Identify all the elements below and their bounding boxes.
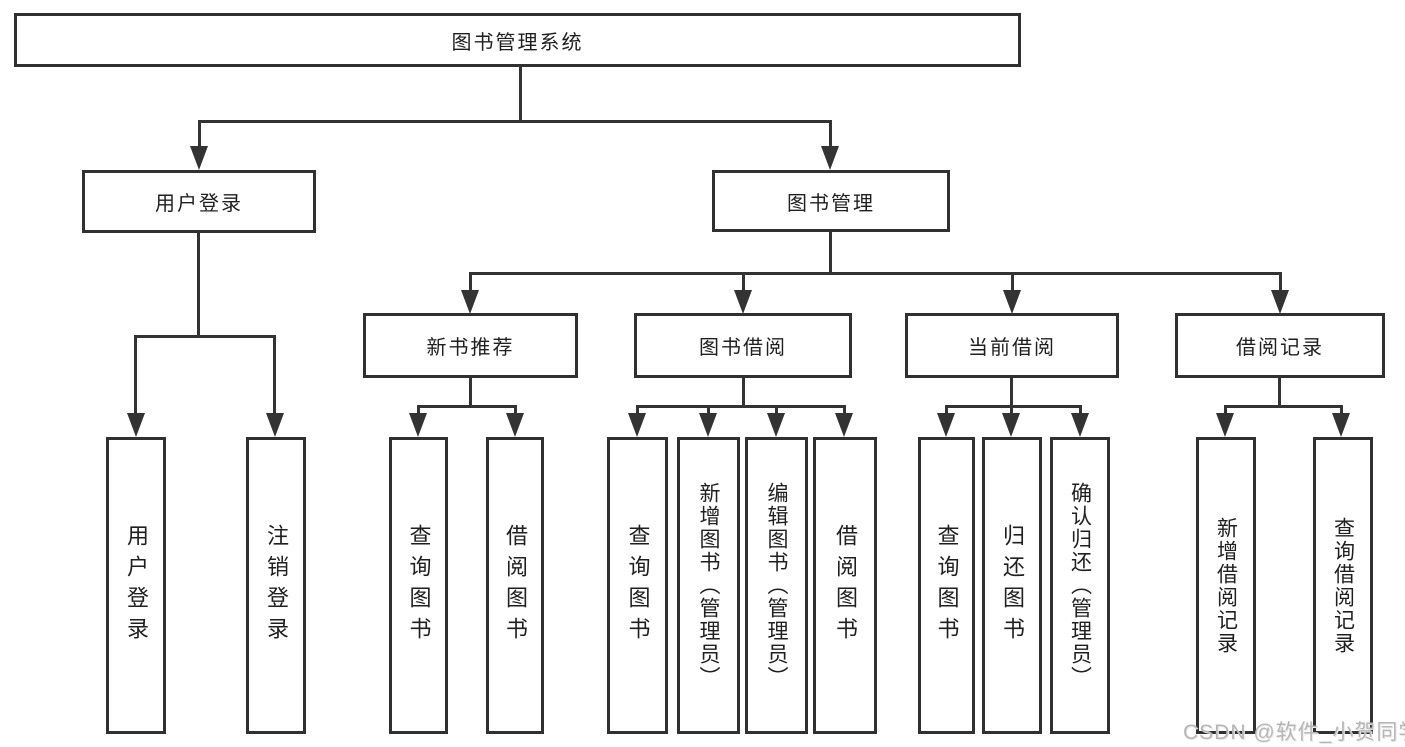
node-label: 查询图书 <box>406 523 432 648</box>
node-label: 新增借阅记录 <box>1214 516 1238 655</box>
arrow-down-icon <box>1002 413 1020 437</box>
node-return-books: 归还图书 <box>982 437 1042 734</box>
node-borrowing-records: 借阅记录 <box>1175 313 1385 378</box>
connector-records-hline <box>1224 405 1343 408</box>
connector-bookmgmt-stem <box>829 232 832 272</box>
arrow-down-icon <box>1332 413 1350 437</box>
connector-current-drop-1 <box>945 405 948 417</box>
arrow-down-icon <box>266 413 284 437</box>
node-user-login: 用户登录 <box>82 170 316 233</box>
connector-newbook-hline <box>417 405 517 408</box>
node-borrow-books-recommend: 借阅图书 <box>486 437 544 734</box>
node-label: 确认归还（管理员） <box>1068 482 1092 689</box>
node-label: 新增图书（管理员） <box>697 482 720 689</box>
arrow-down-icon <box>190 146 208 170</box>
node-book-borrowing: 图书借阅 <box>634 313 852 378</box>
node-label: 当前借阅 <box>968 337 1056 359</box>
connector-current-drop-3 <box>1079 405 1082 417</box>
connector-current-stem <box>1010 378 1013 405</box>
csdn-watermark: CSDN @软件_小贺同学 <box>1183 721 1405 744</box>
node-current-borrowing: 当前借阅 <box>905 313 1119 378</box>
arrow-down-icon <box>1271 290 1289 314</box>
connector-bookmgmt-drop-4 <box>1279 272 1282 294</box>
connector-current-hline <box>945 405 1082 408</box>
node-query-books-borrowing: 查询图书 <box>607 437 668 734</box>
node-query-books-recommend: 查询图书 <box>389 437 448 734</box>
connector-borrowing-drop-1 <box>636 405 639 417</box>
node-borrow-books-borrowing: 借阅图书 <box>813 437 877 734</box>
connector-newbook-drop-2 <box>514 405 517 417</box>
node-label: 图书管理 <box>787 192 875 215</box>
connector-root-hline <box>198 120 831 123</box>
connector-bookmgmt-drop-3 <box>1011 272 1014 294</box>
connector-borrowing-drop-2 <box>707 405 710 417</box>
connector-userlogin-drop-1 <box>134 335 137 415</box>
node-label: 用户登录 <box>124 523 149 648</box>
arrow-down-icon <box>1003 290 1021 314</box>
connector-root-stem <box>519 67 522 120</box>
node-label: 图书管理系统 <box>451 31 584 54</box>
connector-borrowing-hline <box>636 405 846 408</box>
node-new-book-recommendation: 新书推荐 <box>363 313 578 378</box>
node-label: 查询图书 <box>625 523 651 648</box>
node-label: 借阅图书 <box>833 523 858 648</box>
connector-newbook-drop-1 <box>417 405 420 417</box>
node-library-management-system: 图书管理系统 <box>14 13 1021 67</box>
connector-borrowing-drop-3 <box>775 405 778 417</box>
connector-userlogin-drop-2 <box>273 335 276 415</box>
node-book-management: 图书管理 <box>712 170 950 232</box>
node-query-borrow-record: 查询借阅记录 <box>1313 437 1373 734</box>
arrow-down-icon <box>628 413 646 437</box>
node-edit-book-admin: 编辑图书（管理员） <box>745 437 808 734</box>
connector-userlogin-stem <box>197 233 200 335</box>
node-label: 借阅图书 <box>503 523 528 648</box>
connector-userlogin-hline <box>134 335 276 338</box>
connector-bookmgmt-hline <box>469 272 1282 275</box>
connector-current-drop-2 <box>1010 405 1013 417</box>
arrow-down-icon <box>506 413 524 437</box>
node-query-books-current: 查询图书 <box>918 437 975 734</box>
node-add-borrow-record: 新增借阅记录 <box>1196 437 1256 734</box>
node-label: 新书推荐 <box>426 337 515 359</box>
connector-records-drop-1 <box>1224 405 1227 417</box>
node-logout: 注销登录 <box>246 437 306 734</box>
arrow-down-icon <box>835 413 853 437</box>
node-label: 归还图书 <box>1000 523 1025 648</box>
connector-newbook-stem <box>469 378 472 405</box>
connector-root-drop-left <box>198 120 201 152</box>
node-label: 查询图书 <box>934 523 960 648</box>
connector-borrowing-stem <box>742 378 745 405</box>
arrow-down-icon <box>937 413 955 437</box>
connector-root-drop-right <box>829 120 832 152</box>
connector-borrowing-drop-4 <box>843 405 846 417</box>
arrow-down-icon <box>1216 413 1234 437</box>
connector-records-drop-2 <box>1340 405 1343 417</box>
connector-bookmgmt-drop-2 <box>742 272 745 294</box>
node-label: 借阅记录 <box>1236 337 1324 359</box>
node-label: 编辑图书（管理员） <box>765 482 788 689</box>
arrow-down-icon <box>127 413 145 437</box>
arrow-down-icon <box>409 413 427 437</box>
node-label: 查询借阅记录 <box>1331 516 1355 655</box>
arrow-down-icon <box>699 413 717 437</box>
node-user-login-leaf: 用户登录 <box>106 437 166 734</box>
node-label: 图书借阅 <box>699 337 787 359</box>
arrow-down-icon <box>461 290 479 314</box>
connector-records-stem <box>1278 378 1281 405</box>
node-add-book-admin: 新增图书（管理员） <box>677 437 740 734</box>
node-confirm-return-admin: 确认归还（管理员） <box>1050 437 1110 734</box>
arrow-down-icon <box>767 413 785 437</box>
node-label: 用户登录 <box>155 193 243 215</box>
arrow-down-icon <box>734 290 752 314</box>
arrow-down-icon <box>821 146 839 170</box>
connector-bookmgmt-drop-1 <box>469 272 472 294</box>
arrow-down-icon <box>1071 413 1089 437</box>
node-label: 注销登录 <box>264 523 289 648</box>
